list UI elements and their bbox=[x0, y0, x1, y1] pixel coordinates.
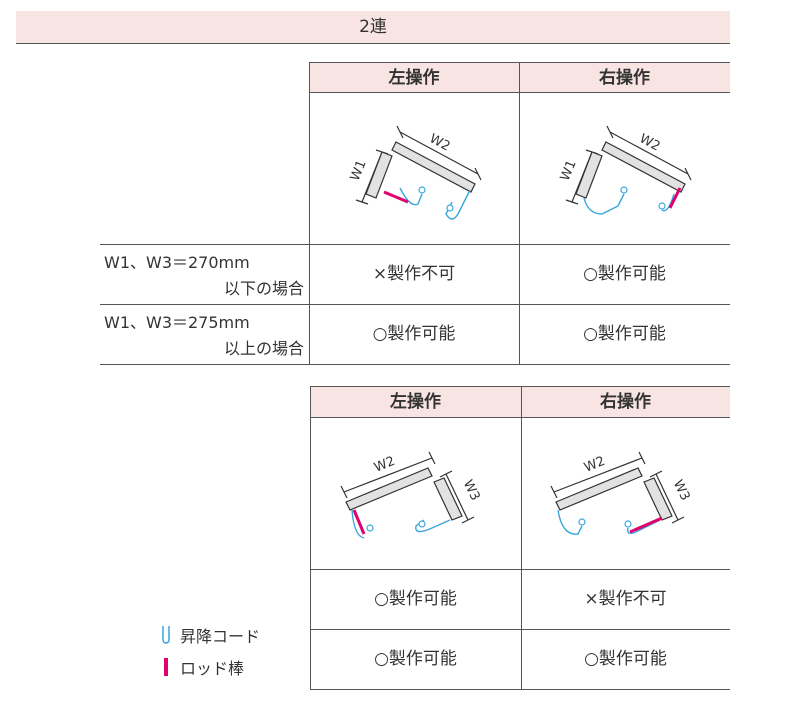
table1-divider bbox=[519, 62, 520, 364]
rod-icon bbox=[164, 658, 168, 676]
legend-rod: ロッド棒 bbox=[160, 656, 244, 678]
table2-header-right: 右操作 bbox=[521, 386, 730, 418]
table2-divider bbox=[310, 689, 730, 690]
table1-row1-label: W1、W3＝270mm 以下の場合 bbox=[104, 250, 304, 302]
table1-diagram-left: W2 W1 bbox=[348, 125, 482, 220]
table2-right-dim-w2: W2 bbox=[582, 454, 607, 476]
table2-divider bbox=[521, 386, 522, 689]
table2-right-dim-w3: W3 bbox=[670, 478, 693, 504]
table2-divider bbox=[310, 386, 311, 689]
table1-right-dim-w1: W1 bbox=[558, 158, 580, 183]
row-label-line1: W1、W3＝270mm bbox=[104, 253, 250, 272]
table2-left-dim-w3: W3 bbox=[460, 478, 483, 504]
table2-divider bbox=[310, 629, 730, 630]
page-title: 2連 bbox=[16, 11, 730, 44]
table2-r2-right-value: ○製作可能 bbox=[584, 649, 667, 669]
table1-diagram-right: W2 W1 bbox=[558, 125, 692, 215]
table1-r2-right-value: ○製作可能 bbox=[583, 324, 666, 344]
table2-divider bbox=[310, 569, 730, 570]
legend-rod-label: ロッド棒 bbox=[180, 659, 245, 678]
table2-r1-right-value: ×製作不可 bbox=[584, 589, 667, 609]
table1-r1-left-value: ×製作不可 bbox=[372, 264, 456, 284]
table2-diagram-left: W2 W3 bbox=[340, 451, 483, 539]
table2-diagram-right: W2 W3 bbox=[550, 451, 693, 535]
table2-r2-left-value: ○製作可能 bbox=[374, 649, 457, 669]
table2-r1-left-value: ○製作可能 bbox=[374, 589, 457, 609]
table1-left-dim-w2: W2 bbox=[427, 131, 453, 154]
table1-left-dim-w1: W1 bbox=[348, 158, 370, 183]
table1-r2-left-value: ○製作可能 bbox=[372, 324, 456, 344]
legend-cord-label: 昇降コード bbox=[180, 627, 261, 646]
table1-r1-right-value: ○製作可能 bbox=[583, 264, 666, 284]
table2-header-left: 左操作 bbox=[310, 386, 521, 418]
table1-divider bbox=[309, 62, 310, 364]
row-label-line2: 以下の場合 bbox=[223, 279, 304, 298]
table1-divider bbox=[100, 304, 730, 305]
legend-cord: 昇降コード bbox=[160, 624, 260, 646]
table1-header-left: 左操作 bbox=[309, 62, 519, 93]
table1-divider bbox=[100, 244, 730, 245]
table1-header-right: 右操作 bbox=[519, 62, 730, 93]
row-label-line1: W1、W3＝275mm bbox=[104, 313, 250, 332]
cord-icon bbox=[162, 626, 170, 644]
table1-right-dim-w2: W2 bbox=[637, 131, 663, 154]
table2-left-dim-w2: W2 bbox=[372, 454, 397, 476]
table1-divider bbox=[100, 364, 730, 365]
table1-row2-label: W1、W3＝275mm 以上の場合 bbox=[104, 310, 304, 362]
row-label-line2: 以上の場合 bbox=[223, 339, 304, 358]
